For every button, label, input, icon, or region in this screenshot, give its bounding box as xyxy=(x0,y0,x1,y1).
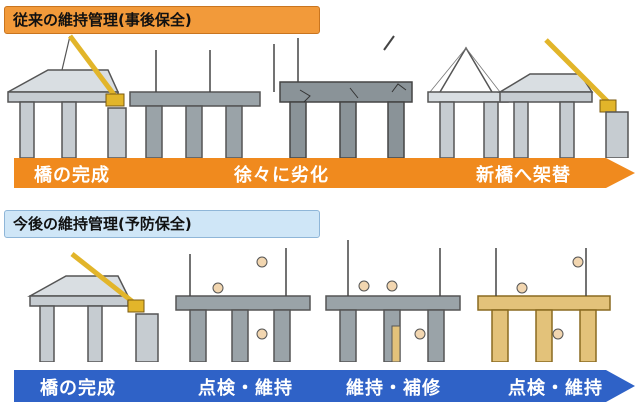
stage-label-inspection-maintenance-2: 点検・維持 xyxy=(508,378,603,399)
damaged-bridge-illustration xyxy=(279,35,413,158)
stage-label-maintenance-repair: 維持・補修 xyxy=(346,378,441,399)
new-bridge-illustration xyxy=(27,252,159,362)
stage-label-gradual-deterioration: 徐々に劣化 xyxy=(234,165,329,186)
stage-label-inspection-maintenance: 点検・維持 xyxy=(198,378,293,399)
preventive-bridge-scene xyxy=(27,240,611,362)
stage-label-bridge-completed: 橋の完成 xyxy=(40,378,116,399)
crane-illustration xyxy=(61,34,125,107)
repair-bridge-illustration xyxy=(325,240,461,362)
new-bridge-illustration xyxy=(7,69,127,158)
traditional-maintenance-title: 従来の維持管理(事後保全) xyxy=(4,6,320,34)
inspection-bridge-illustration xyxy=(175,248,311,362)
preventive-maintenance-title: 今後の維持管理(予防保全) xyxy=(4,210,320,238)
aging-bridge-illustration xyxy=(129,44,275,158)
replacement-bridge-illustration xyxy=(497,38,629,158)
timeline-arrow-bottom xyxy=(14,370,635,402)
traditional-bridge-scene xyxy=(7,34,629,158)
stage-label-replace-with-new-bridge: 新橋へ架替 xyxy=(476,165,571,186)
timeline-arrow-top xyxy=(14,158,635,188)
cable-stayed-bridge-illustration xyxy=(427,46,509,158)
maintained-bridge-illustration xyxy=(477,248,611,362)
stage-label-bridge-completed: 橋の完成 xyxy=(34,165,110,186)
